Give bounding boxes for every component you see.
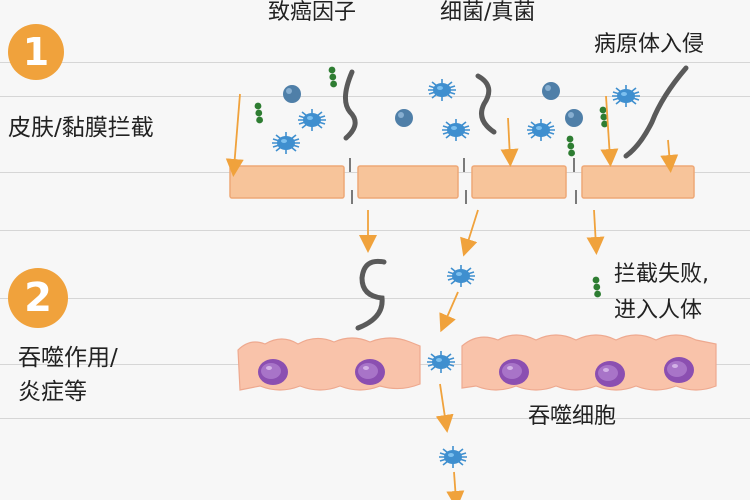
phagocyte-label: 吞噬细胞 (528, 404, 617, 429)
divider-line (0, 62, 750, 63)
pathogen-invasion-label: 病原体入侵 (594, 32, 705, 57)
step-2-badge: 2 (8, 268, 68, 328)
bacteria-fungi-label: 细菌/真菌 (440, 0, 536, 25)
step-1-badge: 1 (8, 24, 64, 80)
step-2-label-line1: 吞噬作用/ (18, 345, 118, 371)
skin-barrier (229, 165, 695, 199)
divider-line (0, 230, 750, 231)
step-1-label: 皮肤/黏膜拦截 (8, 115, 154, 141)
carcinogen-label: 致癌因子 (268, 0, 357, 25)
step-2-label-line2: 炎症等 (18, 379, 87, 405)
intercept-fail-label-line2: 进入人体 (614, 298, 703, 323)
mucosa-layer (237, 334, 717, 391)
divider-line (0, 418, 750, 419)
divider-line (0, 96, 750, 97)
intercept-fail-label-line1: 拦截失败, (614, 262, 709, 287)
